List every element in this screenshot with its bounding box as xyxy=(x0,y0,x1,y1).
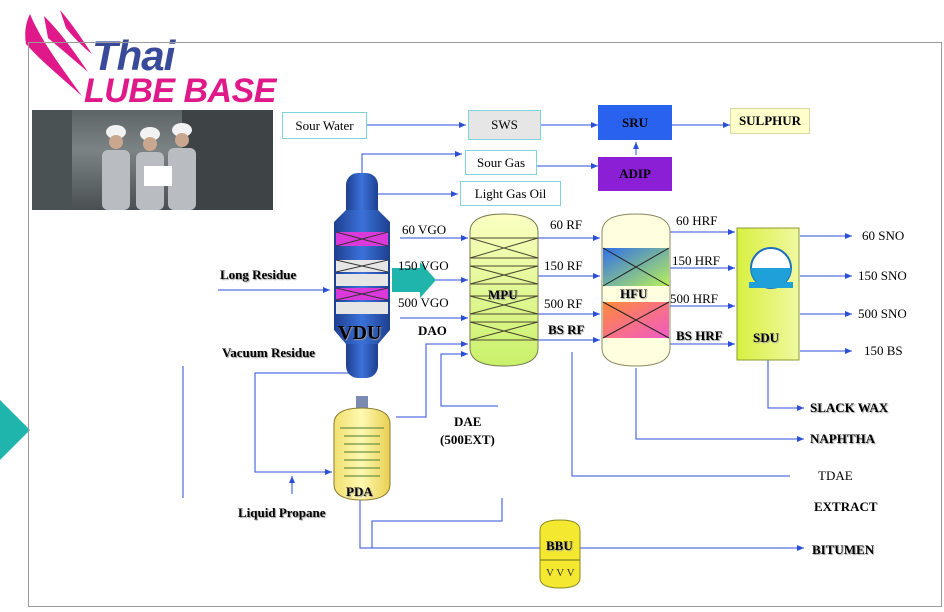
rf-500-label: 500 RF xyxy=(544,296,583,312)
hrf-60-label: 60 HRF xyxy=(676,213,718,229)
hrf-500-label: 500 HRF xyxy=(670,291,718,307)
rf-bs-label: BS RF xyxy=(548,322,584,338)
vacuum-residue-label: Vacuum Residue xyxy=(222,345,315,361)
vdu-column xyxy=(334,173,436,378)
product-150-bs: 150 BS xyxy=(864,343,903,359)
product-tdae: TDAE xyxy=(818,468,853,484)
rf-150-label: 150 RF xyxy=(544,258,583,274)
dae-sub-label: (500EXT) xyxy=(440,432,495,448)
bbu-label: BBU xyxy=(546,538,573,554)
vgo-500-label: 500 VGO xyxy=(398,295,449,311)
product-60-sno: 60 SNO xyxy=(862,228,904,244)
vgo-60-label: 60 VGO xyxy=(402,222,446,238)
sulphur-box: SULPHUR xyxy=(730,108,810,134)
product-extract: EXTRACT xyxy=(814,499,878,515)
hfu-label: HFU xyxy=(620,286,647,302)
sws-box: SWS xyxy=(468,110,541,140)
sdu-label: SDU xyxy=(753,330,779,346)
sour-water-box: Sour Water xyxy=(282,112,367,139)
dae-label: DAE xyxy=(454,414,481,430)
product-slack-wax: SLACK WAX xyxy=(810,400,888,416)
adip-box: ADIP xyxy=(598,157,672,191)
product-bitumen: BITUMEN xyxy=(812,542,874,558)
hrf-bs-label: BS HRF xyxy=(676,328,723,344)
mpu-label: MPU xyxy=(488,287,518,303)
vdu-label: VDU xyxy=(338,322,381,345)
product-naphtha: NAPHTHA xyxy=(810,431,875,447)
sour-gas-box: Sour Gas xyxy=(465,150,537,175)
product-150-sno: 150 SNO xyxy=(858,268,907,284)
bbu-vessel: V V V xyxy=(540,520,580,588)
long-residue-label: Long Residue xyxy=(220,267,296,283)
product-500-sno: 500 SNO xyxy=(858,306,907,322)
liquid-propane-label: Liquid Propane xyxy=(238,505,326,521)
hrf-150-label: 150 HRF xyxy=(672,253,720,269)
sru-box: SRU xyxy=(598,105,672,140)
svg-text:V V V: V V V xyxy=(546,567,575,579)
dao-label: DAO xyxy=(418,323,447,339)
rf-60-label: 60 RF xyxy=(550,217,582,233)
light-gas-oil-box: Light Gas Oil xyxy=(460,181,561,206)
vgo-150-label: 150 VGO xyxy=(398,258,449,274)
pda-label: PDA xyxy=(346,484,373,500)
